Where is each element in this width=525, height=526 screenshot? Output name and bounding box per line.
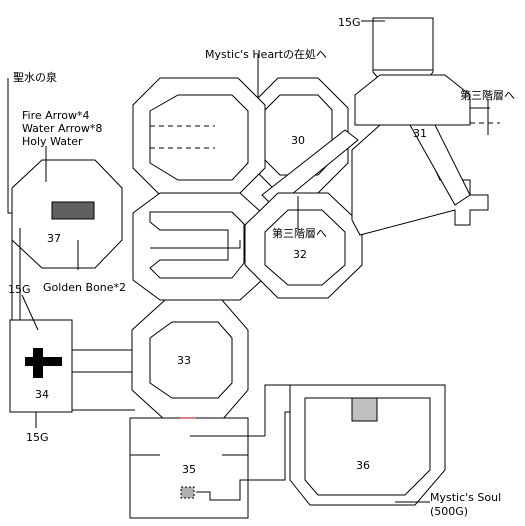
label-mystics-heart: Mystic's Heartの在処へ <box>205 48 327 61</box>
label-gold-left-lower: 15G <box>26 431 49 444</box>
room-35-36-path <box>196 411 315 501</box>
stairs-icon <box>351 397 378 422</box>
holy-spring-pointer <box>7 78 12 214</box>
room-34-number: 34 <box>35 388 49 401</box>
right-corridor-diagonal <box>409 124 471 206</box>
room-32-number: 32 <box>293 248 307 261</box>
label-mystics-soul: Mystic's Soul <box>430 491 501 504</box>
label-water-arrow: Water Arrow*8 <box>22 122 102 135</box>
room-31-number: 31 <box>413 127 427 140</box>
room-36-inner <box>304 397 431 496</box>
corridor-octagon-upper-inner <box>149 94 249 181</box>
serpent-corridor <box>149 211 245 279</box>
label-third-floor-right: 第三階層へ <box>460 88 515 102</box>
room-30-number: 30 <box>291 134 305 147</box>
room-31 <box>354 74 471 126</box>
room-36-number: 36 <box>356 459 370 472</box>
label-fire-arrow: Fire Arrow*4 <box>22 109 90 122</box>
label-holy-water: Holy Water <box>22 135 83 148</box>
label-gold-left-upper: 15G <box>8 283 31 296</box>
room-33-number: 33 <box>177 354 191 367</box>
cross-icon <box>25 348 62 378</box>
gold-left-pointer <box>21 294 39 331</box>
label-mystics-soul-price: (500G) <box>430 505 468 518</box>
third-floor-pointer <box>470 100 490 135</box>
label-holy-spring: 聖水の泉 <box>13 70 57 84</box>
small-stairs-icon <box>180 486 195 499</box>
chest-icon <box>51 201 95 220</box>
room-37-number: 37 <box>47 232 61 245</box>
serpent-block <box>132 192 263 301</box>
room-33-inner <box>149 321 233 399</box>
room-35 <box>129 417 249 519</box>
room-32-inner <box>264 209 346 286</box>
room-36-connector <box>264 384 295 436</box>
gold-room-top <box>372 17 434 71</box>
room-35-number: 35 <box>182 463 196 476</box>
serpent-center-line <box>150 240 241 249</box>
label-third-floor-mid: 第三階層へ <box>272 226 327 240</box>
label-gold-top: 15G <box>338 16 361 29</box>
label-golden-bone: Golden Bone*2 <box>43 281 126 294</box>
